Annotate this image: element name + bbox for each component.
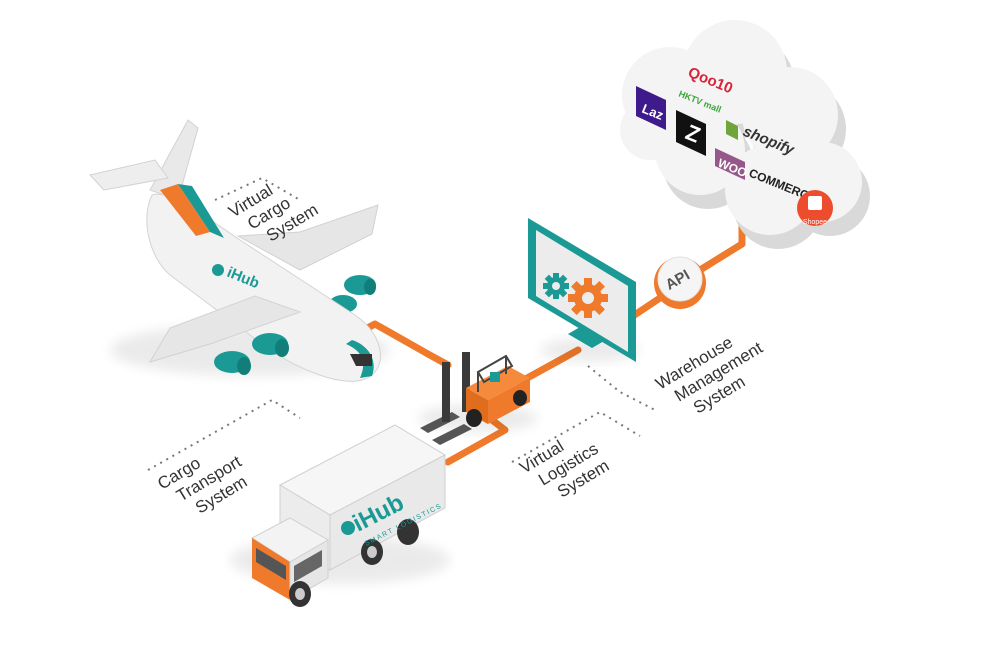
zalora-logo-icon: Z (676, 110, 706, 156)
ihub-logo-icon (212, 264, 224, 276)
label-warehouse-management-system: Warehouse Management System (652, 333, 766, 418)
monitor-gears-icon (528, 218, 640, 362)
lazada-logo-icon: Laz (636, 86, 666, 130)
label-virtual-logistics-system: Virtual Logistics System (516, 436, 612, 501)
svg-text:Shopee: Shopee (803, 219, 827, 226)
gear-small-icon (543, 273, 569, 299)
engine-front (214, 333, 289, 375)
forklift-icon (418, 352, 538, 445)
shopee-logo-icon: Shopee (797, 190, 833, 226)
api-badge: API (654, 256, 706, 309)
airplane-icon: iHub (89, 119, 390, 382)
truck-logo-icon (341, 521, 355, 535)
cloud-icon: Laz Qoo10 HKTV mall Z shopify WOO COMMER… (620, 20, 870, 249)
truck-icon: iHub SMART LOGISTICS (230, 424, 450, 607)
pipe-api-cloud (696, 208, 746, 274)
gear-icon (568, 278, 608, 318)
label-cargo-transport-system: Cargo Transport System (154, 452, 250, 518)
